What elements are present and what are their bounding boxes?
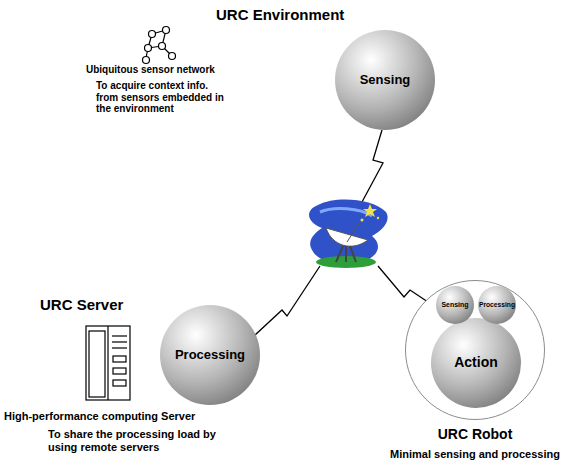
node-text: Processing — [479, 301, 515, 308]
text-label: Ubiquitous sensor network — [86, 64, 215, 76]
group-note: Minimal sensing and processing — [390, 448, 560, 460]
small-sensing-sphere: Sensing — [436, 286, 474, 324]
robot-circle: URC RobotMinimal sensing and processingA… — [405, 280, 545, 420]
satellite-dish — [309, 200, 388, 268]
wireless-link — [254, 130, 434, 336]
node-text: Sensing — [441, 301, 468, 309]
text-label: High-performance computing Server — [4, 410, 195, 423]
action-sphere: Action — [431, 318, 521, 408]
sensing-sphere: Sensing — [335, 30, 435, 130]
text-label: URC Server — [40, 296, 123, 313]
text-label: To acquire context info. from sensors em… — [96, 80, 231, 115]
group-heading: URC Robot — [438, 426, 513, 442]
node-text: Action — [454, 355, 498, 370]
server-icon — [86, 326, 130, 400]
text-label: URC Environment — [216, 6, 344, 23]
node-text: Processing — [175, 348, 245, 362]
small-processing-sphere: Processing — [478, 286, 516, 324]
processing-sphere: Processing — [160, 305, 260, 405]
node-text: Sensing — [360, 73, 411, 87]
network-icon — [143, 27, 176, 64]
text-label: To share the processing load by using re… — [48, 428, 233, 453]
